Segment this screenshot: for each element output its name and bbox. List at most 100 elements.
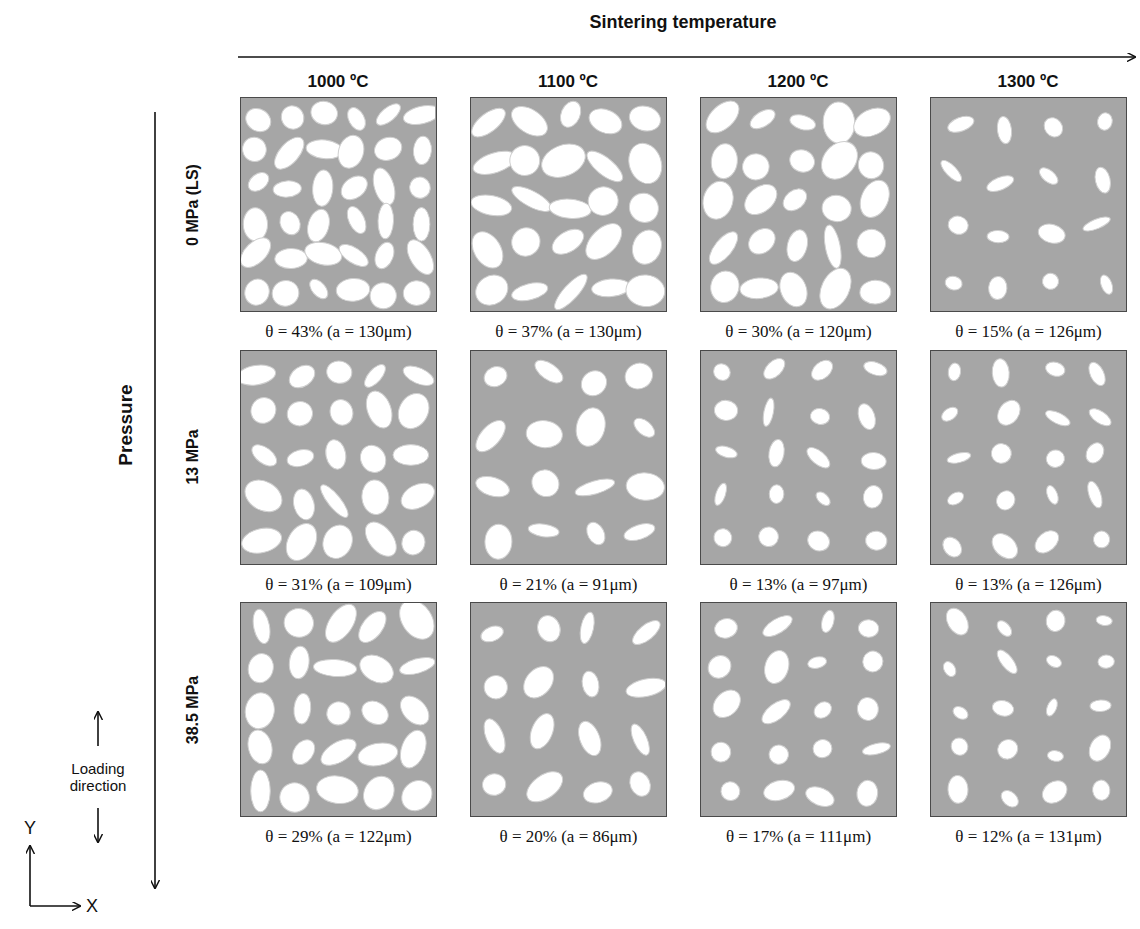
pore	[277, 102, 308, 134]
pore	[775, 268, 812, 310]
pore	[993, 396, 1025, 430]
micrograph-panel: θ = 17% (a = 111μm)	[700, 602, 897, 817]
pore	[631, 415, 659, 441]
pore	[1096, 615, 1113, 627]
pore	[362, 387, 397, 431]
pore	[760, 355, 789, 383]
porosity-caption: θ = 37% (a = 130μm)	[495, 322, 641, 342]
pore	[527, 522, 559, 539]
porosity-caption: θ = 13% (a = 97μm)	[730, 575, 868, 595]
pore-field	[701, 603, 895, 815]
pore	[991, 698, 1015, 718]
pore	[276, 208, 304, 238]
pore	[712, 616, 739, 641]
pore	[1041, 272, 1060, 291]
pore	[400, 362, 435, 390]
pore	[241, 134, 270, 166]
temperature-arrow	[238, 56, 1135, 58]
pore	[804, 444, 834, 472]
pore	[241, 524, 284, 556]
pore	[708, 685, 746, 723]
pore	[821, 224, 844, 270]
pore	[808, 356, 837, 384]
porosity-caption: θ = 20% (a = 86μm)	[500, 827, 638, 847]
pore	[1092, 530, 1111, 549]
pore	[479, 623, 506, 645]
pore-field	[931, 351, 1125, 563]
pore	[288, 735, 320, 768]
pore	[243, 207, 268, 241]
pore	[990, 442, 1012, 464]
pore	[583, 519, 609, 548]
pore	[280, 604, 318, 641]
porosity-caption: θ = 29% (a = 122μm)	[265, 827, 411, 847]
pore	[854, 226, 888, 260]
pore	[1045, 609, 1067, 633]
pore	[359, 516, 402, 562]
porosity-caption: θ = 21% (a = 91μm)	[500, 575, 638, 595]
pore	[765, 741, 792, 768]
pore	[938, 157, 965, 184]
pore	[859, 279, 891, 304]
pore	[241, 474, 288, 518]
pore	[574, 718, 605, 759]
pore	[311, 169, 334, 207]
pore	[1081, 214, 1112, 234]
pore	[755, 523, 782, 550]
pore	[945, 489, 966, 507]
pore	[1097, 654, 1114, 668]
micrograph-panel: θ = 20% (a = 86μm)	[470, 602, 667, 817]
pore	[988, 276, 1008, 300]
pore	[550, 270, 592, 310]
pore	[994, 647, 1021, 677]
pore	[480, 716, 510, 756]
pore	[743, 223, 780, 259]
pore	[627, 722, 653, 758]
pore	[557, 98, 585, 130]
pore	[1044, 448, 1066, 469]
pore	[1031, 526, 1063, 557]
pore	[760, 611, 796, 640]
pore	[948, 735, 971, 758]
pore	[534, 613, 563, 645]
pore	[304, 207, 333, 245]
pore	[412, 136, 432, 165]
pore	[398, 654, 435, 678]
pore	[576, 366, 611, 401]
pore	[518, 661, 560, 704]
porosity-caption: θ = 17% (a = 111μm)	[726, 827, 871, 847]
pore	[704, 227, 742, 269]
pore	[623, 187, 664, 228]
pore	[939, 404, 960, 424]
pore	[355, 441, 390, 478]
pore	[860, 648, 886, 674]
pore	[537, 138, 591, 184]
pore	[510, 279, 550, 304]
pore	[585, 104, 625, 138]
pore	[855, 401, 879, 431]
pore	[245, 651, 277, 686]
pore	[337, 171, 372, 205]
pore	[585, 183, 622, 219]
pore	[758, 695, 794, 728]
pore	[717, 778, 744, 805]
pore	[317, 734, 361, 771]
pressure-label: 0 MPa (LS)	[184, 164, 202, 246]
pore	[377, 203, 394, 239]
pore-field	[701, 351, 895, 563]
pore	[739, 178, 783, 220]
porosity-caption: θ = 12% (a = 131μm)	[955, 827, 1101, 847]
pore	[251, 770, 271, 812]
pore	[779, 184, 811, 215]
pore	[946, 113, 976, 135]
pore	[548, 224, 588, 259]
pore	[392, 603, 435, 646]
pore	[804, 527, 833, 554]
pressure-label: 38.5 MPa	[184, 676, 202, 744]
pore	[293, 693, 312, 725]
pore	[306, 276, 331, 302]
pore	[582, 146, 627, 187]
porosity-caption: θ = 43% (a = 130μm)	[265, 322, 411, 342]
pore	[581, 778, 615, 806]
pore	[396, 727, 431, 772]
